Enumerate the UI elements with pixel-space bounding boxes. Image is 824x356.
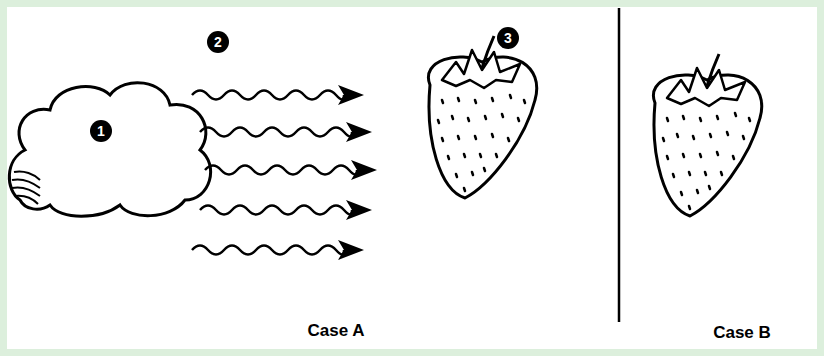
case-label: Case A — [307, 321, 364, 341]
callout-number: 1 — [90, 120, 112, 142]
callout-number: 3 — [497, 27, 519, 49]
callout-number: 2 — [207, 31, 229, 53]
case-label: Case B — [713, 323, 771, 343]
